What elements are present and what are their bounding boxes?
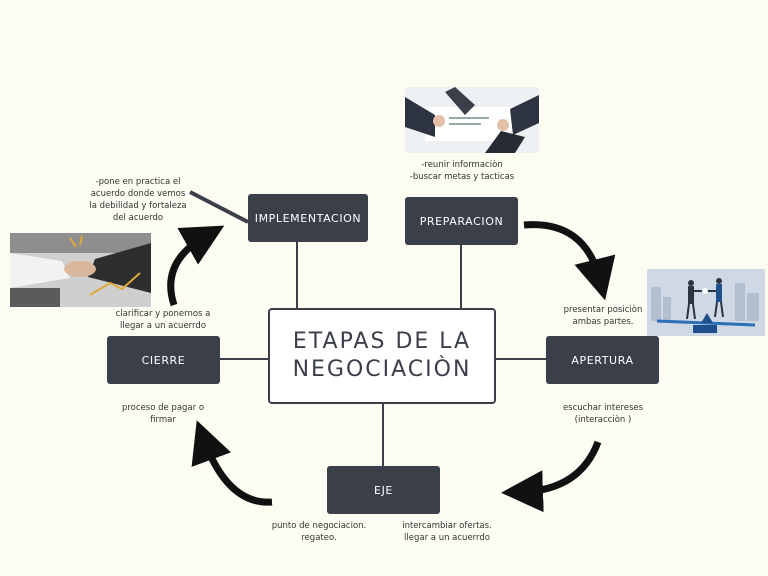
curved-arrow-icon [523, 221, 616, 301]
title-line-1: ETAPAS DE LA [292, 329, 472, 354]
handshake-photo [10, 233, 151, 307]
note-cierre-top: clarificar y ponernos a llegar a un acue… [115, 309, 211, 331]
business-meeting-photo [405, 87, 539, 153]
note-implementacion: -pone en practica el acuerdo donde vemos… [89, 177, 187, 223]
stage-preparacion: PREPARACION [405, 197, 518, 245]
title-line-2: NEGOCIACIÒN [292, 357, 472, 382]
stage-apertura: APERTURA [546, 336, 659, 384]
stage-eje: EJE [327, 466, 440, 514]
note-eje-right: intercambiar ofertas. llegar a un acuerr… [402, 521, 492, 543]
note-apertura-top: presentar posiciòn ambas partes. [563, 305, 643, 327]
curved-arrow-icon [191, 420, 273, 506]
note-preparacion: -reunir informaciòn -buscar metas y tact… [409, 160, 515, 182]
note-apertura-bottom: escuchar intereses (interacciòn ) [562, 403, 644, 425]
curved-arrow-icon [501, 440, 602, 513]
balance-figures-photo [647, 269, 765, 336]
stage-cierre: CIERRE [107, 336, 220, 384]
stage-implementacion: IMPLEMENTACION [248, 194, 368, 242]
note-cierre-bottom: proceso de pagar o firmar [121, 403, 205, 425]
curved-arrow-icon [167, 225, 225, 307]
diagram-title: ETAPAS DE LA NEGOCIACIÒN [268, 308, 496, 404]
note-eje-left: punto de negociacion. regateo. [271, 521, 367, 543]
